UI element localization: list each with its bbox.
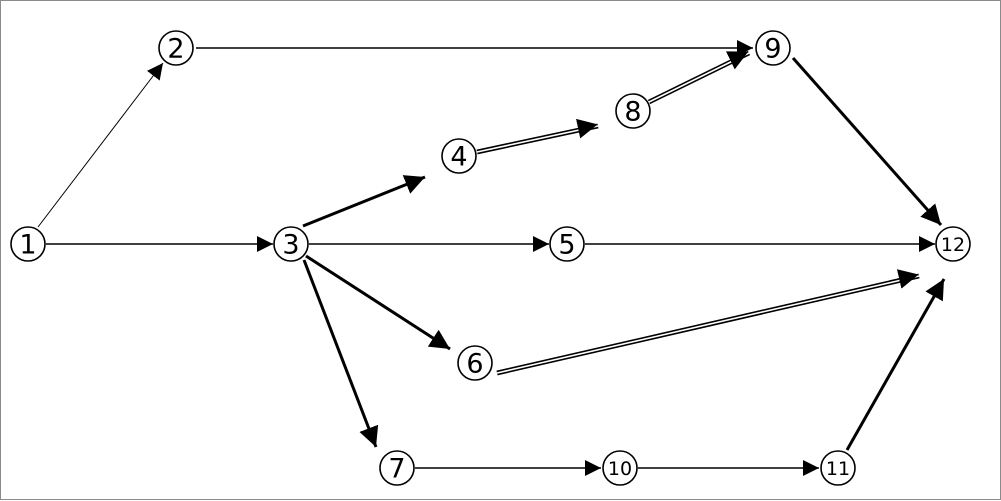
- node-circle: [549, 226, 585, 262]
- edge-9-to-12: [791, 57, 943, 226]
- node-circle: [441, 138, 477, 174]
- edge-1-to-2: [37, 62, 164, 228]
- node-9: 9: [755, 30, 791, 66]
- edge-11-to-12: [845, 278, 946, 451]
- node-3: 3: [273, 226, 309, 262]
- node-12: 12: [935, 226, 971, 262]
- node-4: 4: [441, 138, 477, 174]
- node-7: 7: [379, 450, 415, 486]
- edge-3-to-4: [302, 175, 426, 228]
- node-circle: [457, 345, 493, 381]
- edge-3-to-6: [305, 254, 451, 351]
- node-label: 7: [388, 454, 405, 485]
- node-circle: [755, 30, 791, 66]
- node-circle: [158, 30, 194, 66]
- node-circle: [602, 450, 638, 486]
- node-2: 2: [158, 30, 194, 66]
- node-label: 11: [826, 458, 850, 480]
- node-label: 3: [282, 230, 299, 261]
- node-11: 11: [820, 450, 856, 486]
- node-1: 1: [10, 226, 46, 262]
- node-label: 6: [466, 349, 483, 380]
- node-label: 4: [450, 142, 467, 173]
- node-circle: [615, 93, 651, 129]
- node-circle: [379, 450, 415, 486]
- node-circle: [820, 450, 856, 486]
- node-circle: [273, 226, 309, 262]
- edge-3-to-7: [302, 259, 379, 448]
- node-label: 1: [19, 230, 36, 261]
- node-5: 5: [549, 226, 585, 262]
- edge-4-to-8: [476, 118, 599, 155]
- node-circle: [935, 226, 971, 262]
- node-6: 6: [457, 345, 493, 381]
- node-label: 5: [558, 230, 575, 261]
- node-8: 8: [615, 93, 651, 129]
- node-label: 12: [941, 234, 965, 256]
- node-label: 2: [167, 34, 184, 65]
- node-label: 8: [624, 97, 641, 128]
- edge-6-to-12: [496, 269, 920, 376]
- node-label: 9: [764, 34, 781, 65]
- node-circle: [10, 226, 46, 262]
- node-label: 10: [608, 458, 632, 480]
- node-10: 10: [602, 450, 638, 486]
- edge-8-to-9: [647, 50, 751, 105]
